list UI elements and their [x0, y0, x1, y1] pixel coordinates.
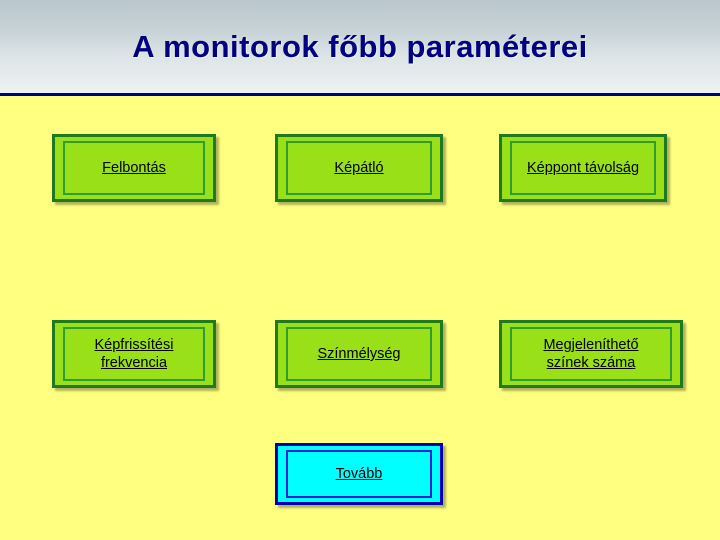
nav-box-kepatlo-inner: Képátló: [286, 141, 432, 195]
next-button-label: Tovább: [335, 465, 383, 482]
nav-box-kepfrissitesi-frekvencia[interactable]: Képfrissítési frekvencia: [52, 320, 216, 388]
next-button-inner: Tovább: [286, 450, 432, 498]
nav-box-kepfrissitesi-frekvencia-inner: Képfrissítési frekvencia: [63, 327, 205, 381]
nav-box-keppont-tavolsag-inner: Képpont távolság: [510, 141, 656, 195]
next-button[interactable]: Tovább: [275, 443, 443, 505]
nav-box-szinmelyseg-inner: Színmélység: [286, 327, 432, 381]
nav-box-felbontas-label: Felbontás: [102, 159, 166, 176]
nav-box-szinmelyseg-label: Színmélység: [317, 345, 401, 362]
nav-box-megjelenitheto-szinek-szama-inner: Megjeleníthető színek száma: [510, 327, 672, 381]
nav-box-felbontas-inner: Felbontás: [63, 141, 205, 195]
title-banner: [0, 0, 720, 96]
nav-box-felbontas[interactable]: Felbontás: [52, 134, 216, 202]
nav-box-szinmelyseg[interactable]: Színmélység: [275, 320, 443, 388]
nav-box-megjelenitheto-szinek-szama-label: Megjeleníthető színek száma: [543, 336, 639, 371]
page-title: A monitorok főbb paraméterei: [132, 28, 588, 64]
nav-box-kepfrissitesi-frekvencia-label: Képfrissítési frekvencia: [94, 336, 174, 371]
nav-box-megjelenitheto-szinek-szama[interactable]: Megjeleníthető színek száma: [499, 320, 683, 388]
nav-box-kepatlo[interactable]: Képátló: [275, 134, 443, 202]
nav-box-keppont-tavolsag[interactable]: Képpont távolság: [499, 134, 667, 202]
nav-box-keppont-tavolsag-label: Képpont távolság: [526, 159, 640, 176]
nav-box-kepatlo-label: Képátló: [334, 159, 384, 176]
